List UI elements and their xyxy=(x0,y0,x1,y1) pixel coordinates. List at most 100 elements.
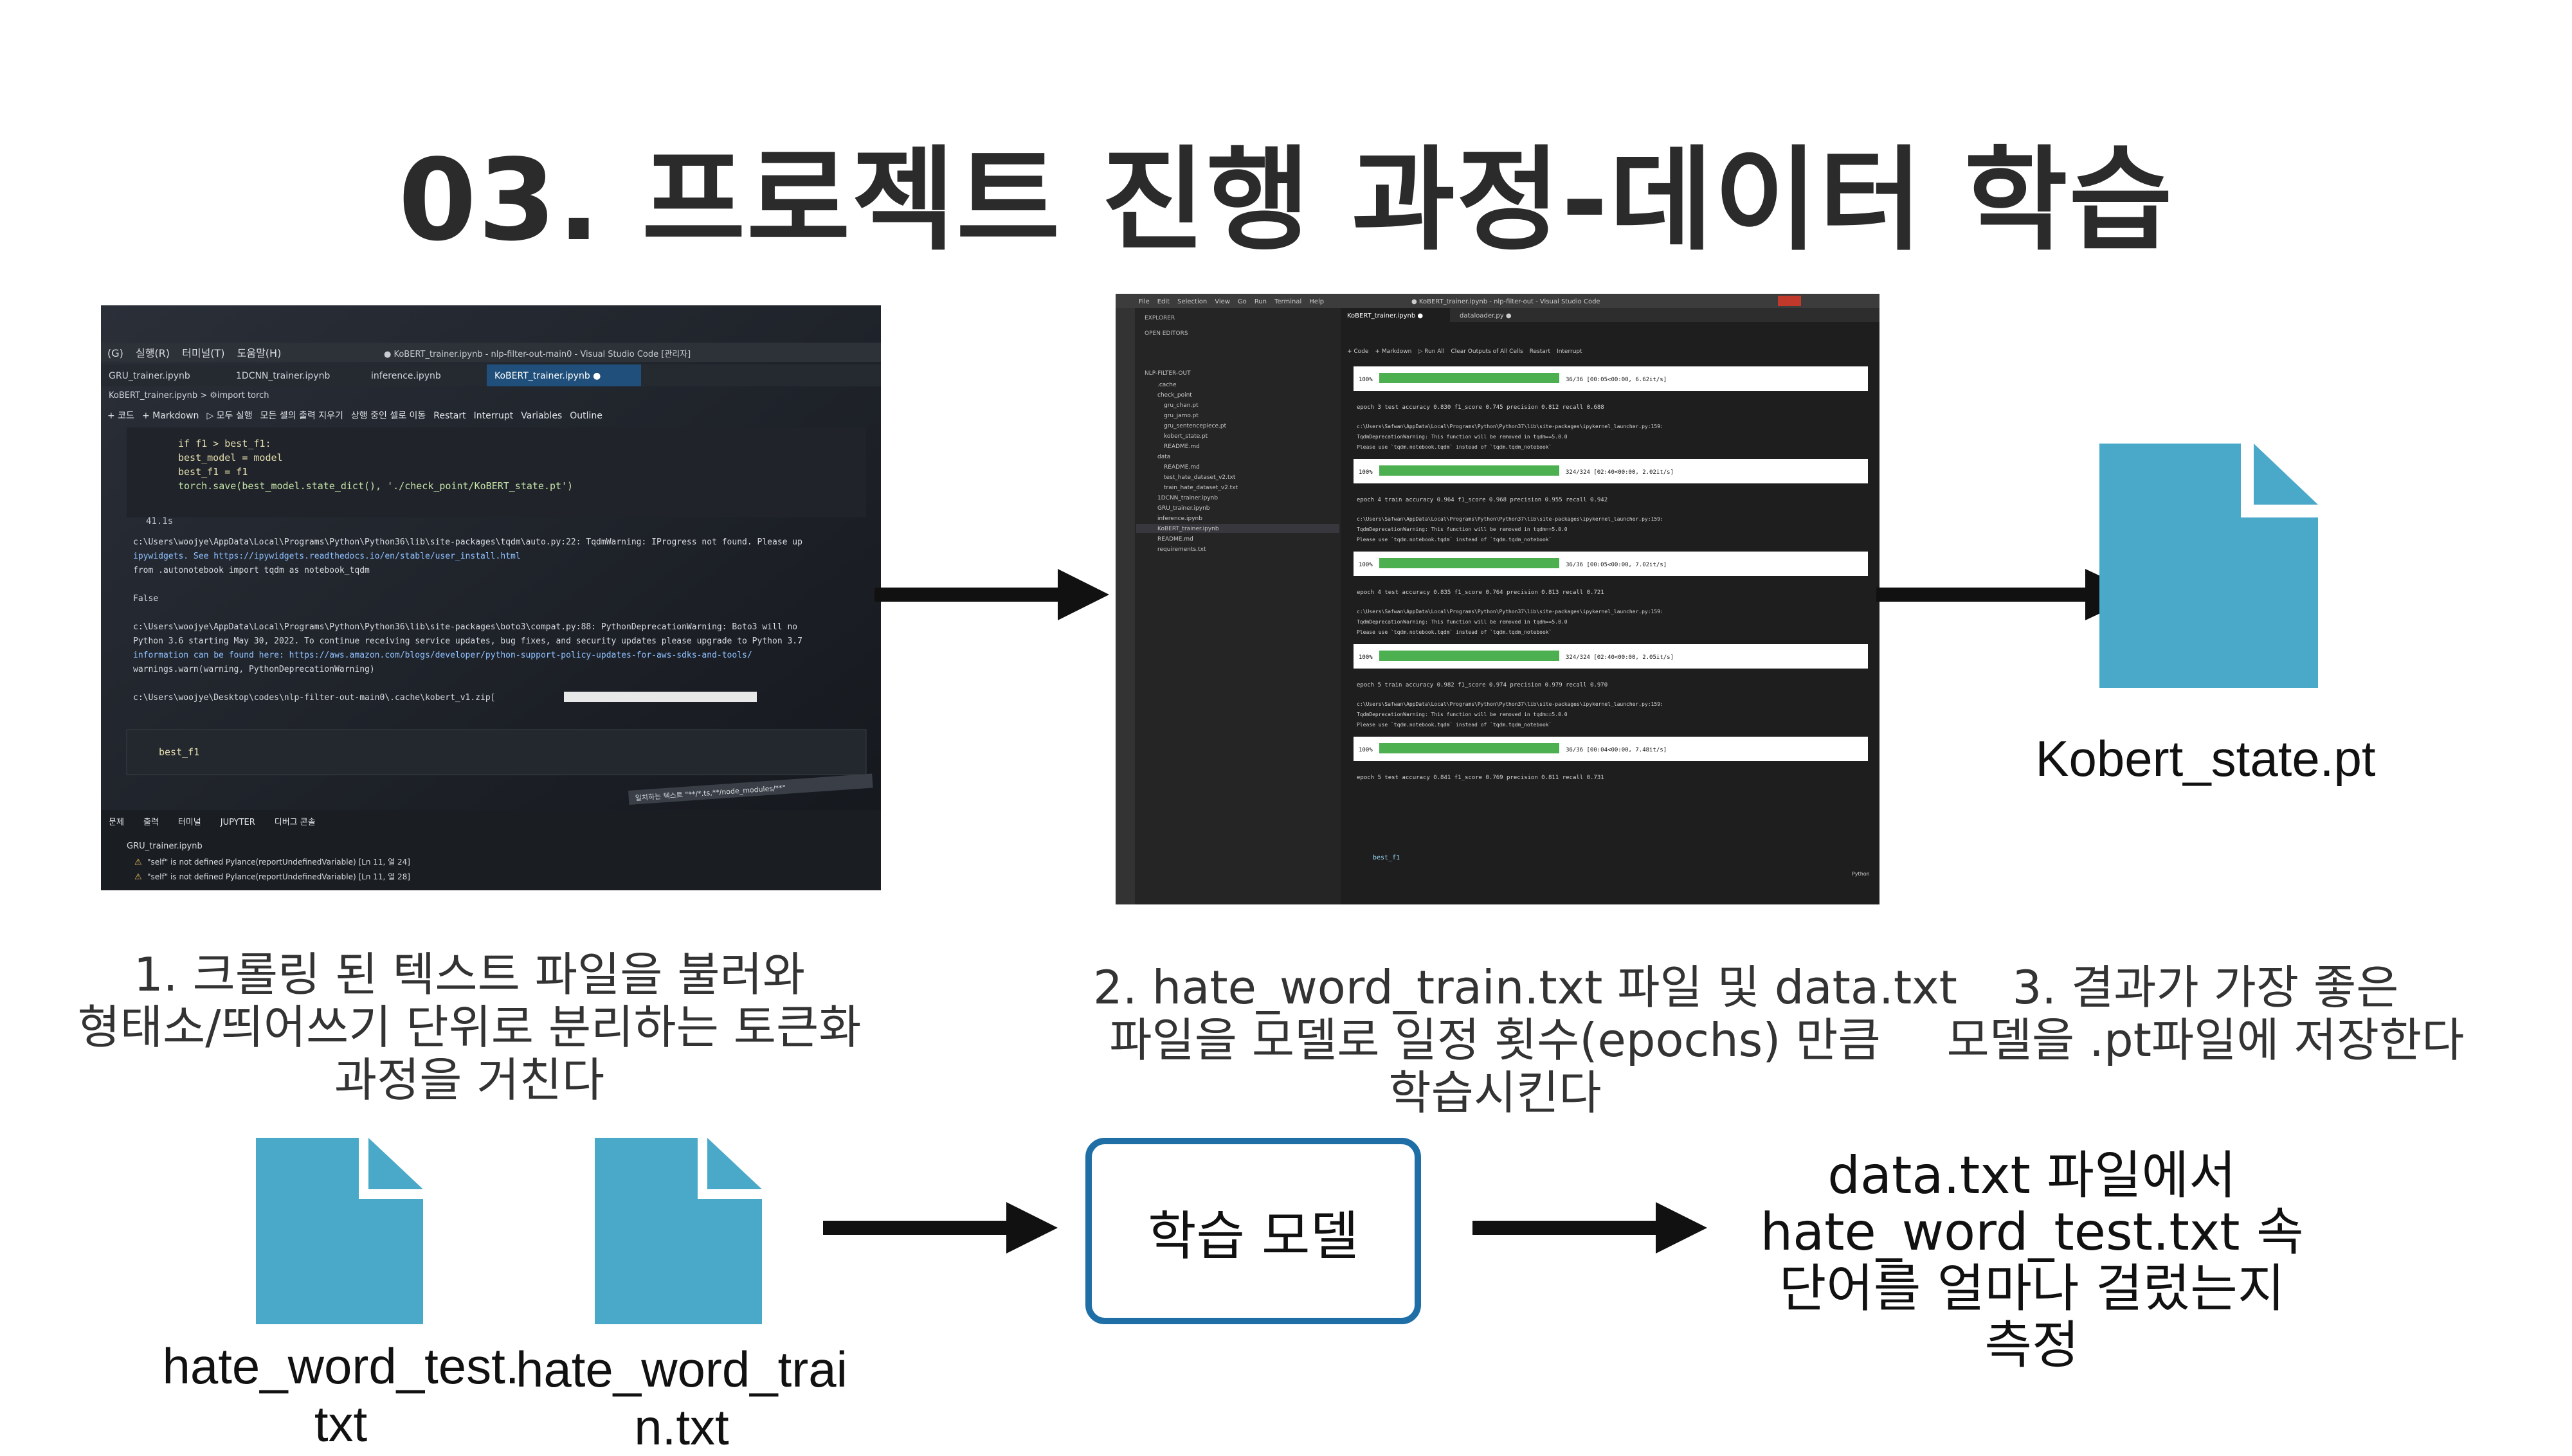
epoch-line: epoch 3 test accuracy 0.830 f1_score 0.7… xyxy=(1357,404,1604,411)
photo2-file[interactable]: train_hate_dataset_v2.txt xyxy=(1164,485,1238,491)
progress-bar-fill xyxy=(1379,373,1559,383)
photo1-code-line: best_model = model xyxy=(178,452,283,463)
train-file-name: hate_word_trai n.txt xyxy=(508,1340,855,1456)
progress-percent: 100% xyxy=(1359,562,1373,568)
file-name-line: hate_word_trai xyxy=(516,1341,847,1398)
progress-percent: 100% xyxy=(1359,377,1373,383)
measurement-text: data.txt 파일에서 hate_word_test.txt 속 단어를 얼… xyxy=(1736,1147,2328,1374)
file-icon xyxy=(2099,444,2318,688)
file-icon xyxy=(256,1138,423,1324)
step3-caption: 3. 결과가 가장 좋은 모델을 .pt파일에 저장한다 xyxy=(1916,961,2495,1066)
measure-line: data.txt 파일에서 xyxy=(1827,1146,2236,1205)
arrow-right-icon xyxy=(823,1202,1058,1254)
epoch-line: epoch 4 train accuracy 0.964 f1_score 0.… xyxy=(1357,497,1608,503)
photo2-file[interactable]: test_hate_dataset_v2.txt xyxy=(1164,474,1236,481)
photo1-output-line: warnings.warn(warning, PythonDeprecation… xyxy=(133,665,375,674)
warning-line: Please use `tqdm.notebook.tqdm` instead … xyxy=(1357,444,1552,450)
file-icon xyxy=(595,1138,762,1324)
photo2-file[interactable]: GRU_trainer.ipynb xyxy=(1157,505,1210,512)
epoch-line: epoch 5 train accuracy 0.982 f1_score 0.… xyxy=(1357,682,1608,688)
warning-icon: ⚠ xyxy=(134,872,142,882)
warning-line: TqdmDeprecationWarning: This function wi… xyxy=(1357,712,1568,717)
warning-icon: ⚠ xyxy=(134,858,142,867)
photo2-file[interactable]: check_point xyxy=(1157,392,1192,399)
photo1-output-line: False xyxy=(133,594,158,604)
photo1-code-line: if f1 > best_f1: xyxy=(178,438,271,449)
photo1-code-line: best_f1 = f1 xyxy=(178,466,248,478)
warning-line: Please use `tqdm.notebook.tqdm` instead … xyxy=(1357,536,1552,543)
measure-line: hate_word_test.txt 속 xyxy=(1760,1202,2304,1262)
progress-bar-fill xyxy=(1379,651,1559,661)
measure-line: 측정 xyxy=(1984,1315,2079,1375)
caption-line: 과정을 거친다 xyxy=(334,1053,605,1107)
photo2-file[interactable]: README.md xyxy=(1157,536,1193,543)
photo1-tab[interactable]: GRU_trainer.ipynb xyxy=(109,371,190,381)
measure-line: 단어를 얼마나 걸렀는지 xyxy=(1779,1259,2285,1318)
epoch-line: epoch 5 test accuracy 0.841 f1_score 0.7… xyxy=(1357,775,1604,781)
photo2-output: 100% 36/36 [00:05<00:00, 6.62it/s] epoch 3… xyxy=(1354,366,1868,781)
photo2-tab-active[interactable]: KoBERT_trainer.ipynb ● xyxy=(1347,312,1423,319)
photo1-tab[interactable]: 1DCNN_trainer.ipynb xyxy=(236,371,330,381)
progress-percent: 100% xyxy=(1359,654,1373,661)
photo1-output-line: from .autonotebook import tqdm as notebo… xyxy=(133,566,370,575)
photo2-file[interactable]: requirements.txt xyxy=(1157,546,1206,553)
photo2-file[interactable]: .cache xyxy=(1157,382,1177,388)
photo1-problem: "self" is not defined Pylance(reportUnde… xyxy=(147,858,410,867)
photo1-output-line: c:\Users\woojye\Desktop\codes\nlp-filter… xyxy=(133,693,496,703)
caption-line: 학습시킨다 xyxy=(1388,1066,1602,1120)
arrow-right-icon xyxy=(874,569,1109,620)
photo2-file[interactable]: README.md xyxy=(1164,464,1200,471)
file-name-line: txt xyxy=(314,1396,368,1452)
progress-info: 36/36 [00:04<00:00, 7.48it/s] xyxy=(1566,747,1667,753)
photo2-cell-input[interactable]: best_f1 xyxy=(1373,854,1400,861)
photo1-output-line: information can be found here: https://a… xyxy=(133,651,752,660)
photo2-file[interactable]: kobert_state.pt xyxy=(1164,433,1208,440)
photo2-file[interactable]: inference.ipynb xyxy=(1157,516,1202,522)
caption-line: 1. 크롤링 된 텍스트 파일을 불러와 xyxy=(133,948,806,1002)
photo2-open-editors: OPEN EDITORS xyxy=(1145,330,1188,337)
step1-caption: 1. 크롤링 된 텍스트 파일을 불러와 형태소/띄어쓰기 단위로 분리하는 토… xyxy=(51,948,887,1106)
warning-line: TqdmDeprecationWarning: This function wi… xyxy=(1357,526,1568,532)
file-name-line: n.txt xyxy=(634,1399,729,1455)
photo1-cell-time: 41.1s xyxy=(146,516,173,526)
photo2-file-active[interactable]: KoBERT_trainer.ipynb xyxy=(1157,526,1219,532)
photo1-tab-active[interactable]: KoBERT_trainer.ipynb ● xyxy=(494,371,601,381)
photo1-output-line: c:\Users\woojye\AppData\Local\Programs\P… xyxy=(133,622,797,632)
photo1-menu: (G) 실행(R) 터미널(T) 도움말(H) xyxy=(107,347,281,359)
progress-info: 324/324 [02:40<00:00, 2.02it/s] xyxy=(1566,469,1674,476)
arrow-right-icon xyxy=(1472,1202,1707,1254)
warning-line: c:\Users\Safwan\AppData\Local\Programs\P… xyxy=(1357,609,1663,615)
test-file-name: hate_word_test. txt xyxy=(161,1337,521,1453)
caption-line: 3. 결과가 가장 좋은 xyxy=(2012,960,2399,1014)
photo2-file[interactable]: gru_sentencepiece.pt xyxy=(1164,423,1227,429)
photo2-file[interactable]: 1DCNN_trainer.ipynb xyxy=(1157,495,1218,501)
warning-line: Please use `tqdm.notebook.tqdm` instead … xyxy=(1357,721,1552,728)
state-file-name: Kobert_state.pt xyxy=(2035,730,2376,787)
photo1-code-line: torch.save(best_model.state_dict(), './c… xyxy=(178,480,573,492)
photo2-file[interactable]: gru_chan.pt xyxy=(1164,402,1199,409)
caption-line: 파일을 모델로 일정 횟수(epochs) 만큼 xyxy=(1109,1013,1881,1067)
photo2-window-title: ● KoBERT_trainer.ipynb - nlp-filter-out … xyxy=(1411,298,1600,305)
photo2-file[interactable]: gru_jamo.pt xyxy=(1164,413,1199,419)
photo1-problem-file: GRU_trainer.ipynb xyxy=(127,841,203,851)
photo1-tab[interactable]: inference.ipynb xyxy=(371,371,441,381)
progress-percent: 100% xyxy=(1359,747,1373,753)
training-model-box: 학습 모델 xyxy=(1085,1138,1421,1324)
warning-line: TqdmDeprecationWarning: This function wi… xyxy=(1357,619,1568,625)
photo1-cell-input[interactable]: best_f1 xyxy=(159,746,199,758)
photo2-file[interactable]: data xyxy=(1157,454,1170,460)
step2-caption: 2. hate_word_train.txt 파일 및 data.txt 파일을… xyxy=(1093,961,1957,1120)
progress-bar-fill xyxy=(1379,558,1559,568)
photo2-folder: NLP-FILTER-OUT xyxy=(1145,370,1191,377)
page-title: 03. 프로젝트 진행 과정-데이터 학습 xyxy=(398,136,2174,266)
photo2-file[interactable]: README.md xyxy=(1164,444,1200,450)
warning-line: c:\Users\Safwan\AppData\Local\Programs\P… xyxy=(1357,424,1663,429)
progress-info: 36/36 [00:05<00:00, 6.62it/s] xyxy=(1566,377,1667,383)
photo2-tab[interactable]: dataloader.py ● xyxy=(1460,312,1512,319)
warning-line: TqdmDeprecationWarning: This function wi… xyxy=(1357,434,1568,440)
progress-info: 324/324 [02:40<00:00, 2.05it/s] xyxy=(1566,654,1674,661)
caption-line: 모델을 .pt파일에 저장한다 xyxy=(1946,1013,2465,1067)
